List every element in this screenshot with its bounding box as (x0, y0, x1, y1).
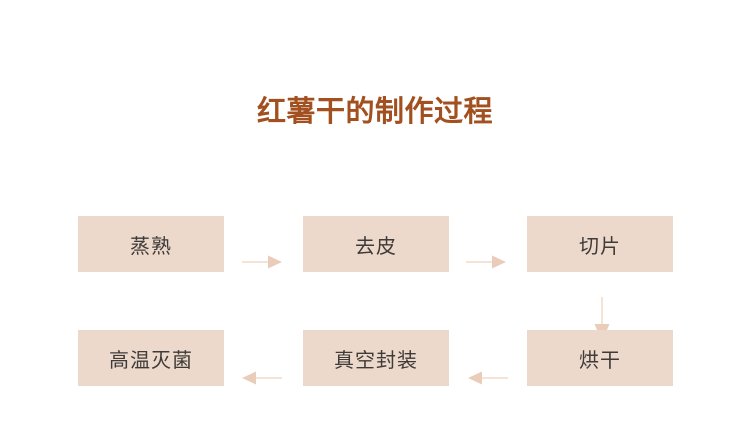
flow-step-label: 蒸熟 (130, 233, 172, 258)
flow-step-vacuum-pack: 真空封装 (303, 330, 449, 386)
flow-step-label: 切片 (579, 233, 621, 258)
arrow-right-icon (242, 255, 282, 269)
page-title: 红薯干的制作过程 (256, 94, 493, 128)
flow-step-label: 去皮 (355, 233, 397, 258)
flow-step-steam: 蒸熟 (78, 216, 224, 272)
flow-step-label: 烘干 (579, 347, 621, 372)
flow-step-sterilize: 高温灭菌 (78, 330, 224, 386)
flow-step-dry: 烘干 (527, 330, 673, 386)
flow-step-slice: 切片 (527, 216, 673, 272)
top-photo-edge-strip (0, 0, 750, 3)
flow-step-label: 真空封装 (334, 347, 418, 372)
flow-step-peel: 去皮 (303, 216, 449, 272)
arrow-right-icon (466, 255, 506, 269)
flow-step-label: 高温灭菌 (109, 347, 193, 372)
arrow-left-icon (468, 371, 508, 385)
arrow-left-icon (242, 371, 282, 385)
